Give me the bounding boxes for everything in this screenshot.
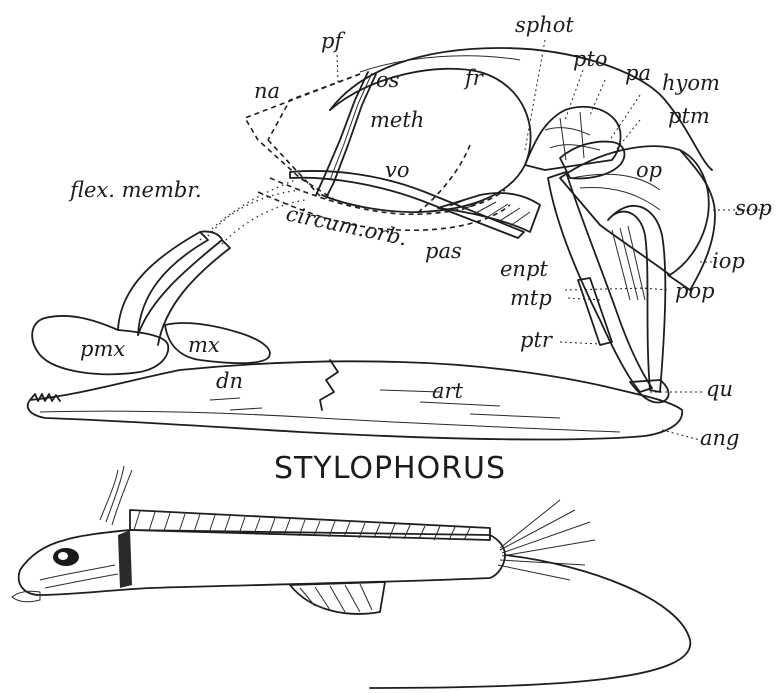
- nape-bar: [118, 530, 132, 588]
- label-vo: vo: [385, 158, 410, 182]
- anal-fin: [290, 582, 385, 614]
- premaxillary-process: [118, 232, 208, 335]
- label-ptr: ptr: [520, 328, 554, 352]
- label-na: na: [254, 79, 280, 103]
- preopercle: [548, 172, 652, 392]
- label-fr: fr: [463, 66, 485, 90]
- label-flex-membr: flex. membr.: [68, 178, 202, 202]
- label-art: art: [432, 379, 464, 403]
- label-qu: qu: [706, 377, 733, 401]
- tail-filament: [370, 555, 690, 688]
- label-op: op: [636, 158, 662, 182]
- label-dn: dn: [216, 369, 243, 393]
- label-ptm: ptm: [668, 104, 710, 128]
- label-meth: meth: [370, 108, 424, 132]
- label-mx: mx: [188, 333, 220, 357]
- interopercle: [608, 206, 665, 392]
- orbit-outline: [322, 69, 531, 212]
- dorsal-filament: [100, 466, 132, 525]
- label-pa: pa: [625, 61, 651, 85]
- label-ang: ang: [700, 426, 740, 450]
- label-pto: pto: [573, 47, 608, 71]
- otic-region: [525, 107, 621, 170]
- caudal-fin-rays: [498, 500, 595, 580]
- label-pop: pop: [675, 279, 715, 303]
- fish-body: [19, 530, 505, 595]
- label-mtp: mtp: [510, 286, 552, 310]
- articular-suture: [320, 360, 338, 410]
- label-pas: pas: [425, 239, 462, 263]
- label-sphot: sphot: [515, 13, 574, 37]
- label-sop: sop: [735, 196, 772, 220]
- fish-illustration: [12, 466, 690, 688]
- label-pf: pf: [321, 29, 345, 53]
- label-iop: iop: [712, 249, 745, 273]
- figure-title: STYLOPHORUS: [274, 451, 506, 486]
- label-enpt: enpt: [500, 257, 548, 281]
- label-os: os: [376, 68, 400, 92]
- skull-diagram: pf sphot pto fr pa hyom ptm na os meth o…: [28, 13, 772, 450]
- label-pmx: pmx: [80, 337, 125, 361]
- label-circum-orb: circum.orb.: [284, 201, 410, 250]
- label-hyom: hyom: [662, 71, 720, 95]
